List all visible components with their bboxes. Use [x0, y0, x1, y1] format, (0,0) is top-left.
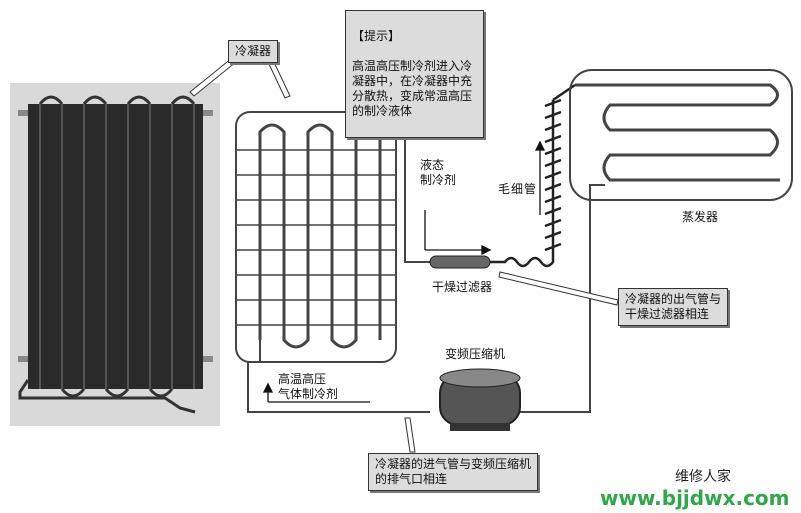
capillary-coil: [490, 83, 576, 268]
compressor-diagram: [439, 368, 521, 431]
condenser-photo: [10, 83, 220, 426]
filter-drier-label: 干燥过滤器: [432, 280, 493, 294]
compressor-label: 变频压缩机: [445, 347, 506, 361]
condenser-photo-tag: 冷凝器: [228, 40, 279, 63]
filter-drier: [429, 255, 491, 269]
hint-body: 高温高压制冷剂进入冷 凝器中，在冷凝器中充 分散热，变成常温高压 的制冷液体: [352, 59, 473, 118]
hint-title: 【提示】: [352, 29, 401, 43]
condenser-diagram: [235, 111, 397, 363]
outlet-callout: 冷凝器的出气管与 干燥过滤器相连: [618, 288, 729, 326]
watermark-brand: 维修人家: [675, 469, 731, 485]
evaporator-diagram: [569, 69, 793, 201]
liquid-refrigerant-label: 液态 制冷剂: [420, 158, 457, 187]
evaporator-label: 蒸发器: [682, 210, 719, 224]
hot-gas-label: 高温高压 气体制冷剂: [278, 372, 339, 401]
flow-arrows: [262, 140, 546, 403]
watermark-site: www.bjjdwx.com: [600, 486, 790, 510]
hint-callout: 【提示】 高温高压制冷剂进入冷 凝器中，在冷凝器中充 分散热，变成常温高压 的制…: [345, 10, 484, 138]
capillary-label: 毛细管: [498, 182, 538, 196]
inlet-callout: 冷凝器的进气管与变频压缩机 的排气口相连: [368, 453, 539, 491]
